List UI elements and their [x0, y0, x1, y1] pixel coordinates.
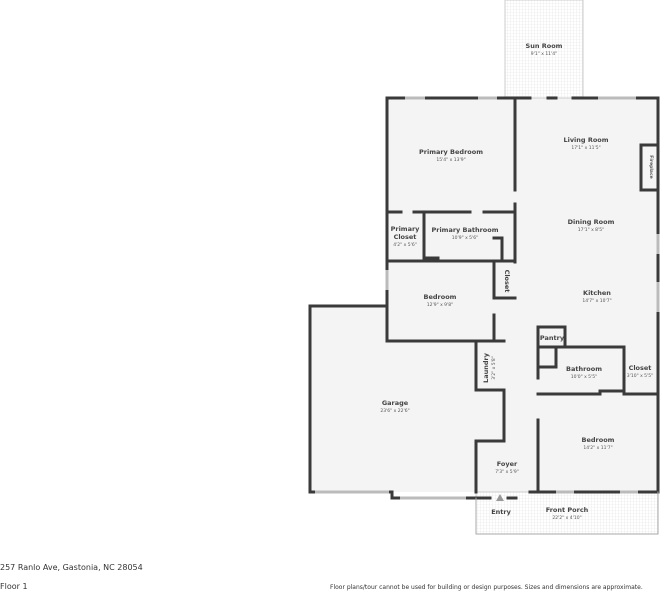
- floor-label: Floor 1: [0, 582, 28, 591]
- room-dimensions: 14'7" x 10'7": [582, 298, 611, 304]
- room-label: Closet: [629, 364, 652, 372]
- room-dimensions: 10'0" x 5'5": [571, 374, 597, 380]
- room-dimensions: 17'1" x 11'5": [571, 145, 600, 151]
- room-label: Kitchen: [583, 289, 611, 297]
- entry-arrow-icon: [496, 494, 504, 501]
- entry-label: Entry: [491, 508, 511, 516]
- room-label: Garage: [382, 399, 409, 407]
- room-label: Closet: [503, 270, 511, 293]
- garage-floor: [310, 306, 504, 492]
- room-dimensions: 17'1" x 8'5": [578, 227, 604, 233]
- room-dimensions: 22'2" x 4'10": [552, 515, 581, 521]
- room-dimensions: 3'10" x 5'5": [627, 373, 653, 379]
- room-label: Dining Room: [568, 218, 615, 226]
- room-dimensions: 14'2" x 11'7": [583, 445, 612, 451]
- room-label: Bedroom: [582, 436, 615, 444]
- room-dimensions: 15'4" x 13'9": [436, 157, 465, 163]
- room-dimensions: 3'2" x 5'8": [491, 356, 497, 380]
- room-label: Fireplace: [648, 155, 654, 178]
- windows: [315, 96, 660, 500]
- room-label: Sun Room: [526, 42, 563, 50]
- room-label: Foyer: [497, 460, 518, 468]
- room-dimensions: 9'1" x 11'4": [531, 51, 557, 57]
- room-label: Living Room: [563, 136, 608, 144]
- disclaimer: Floor plans/tour cannot be used for buil…: [330, 584, 643, 591]
- room-dimensions: 12'9" x 9'8": [427, 302, 453, 308]
- sun-room-floor: [504, 0, 584, 99]
- room-label: Primary Bathroom: [431, 226, 498, 234]
- room-dimensions: 23'6" x 22'6": [380, 408, 409, 414]
- room-label: Bedroom: [424, 293, 457, 301]
- room-label: Bathroom: [566, 365, 602, 373]
- room-dimensions: 10'9" x 5'6": [452, 235, 478, 241]
- walls: [308, 96, 660, 535]
- room-label: Primary: [391, 225, 421, 233]
- room-label: Primary Bedroom: [419, 148, 483, 156]
- room-dimensions: 4'2" x 5'6": [393, 242, 417, 248]
- room-label: Closet: [394, 233, 417, 241]
- room-label: Front Porch: [546, 506, 589, 514]
- room-label: Pantry: [540, 334, 565, 342]
- room-dimensions: 7'3" x 5'9": [495, 469, 519, 475]
- room-label: Laundry: [482, 352, 490, 383]
- address: 257 Ranlo Ave, Gastonia, NC 28054: [0, 563, 143, 572]
